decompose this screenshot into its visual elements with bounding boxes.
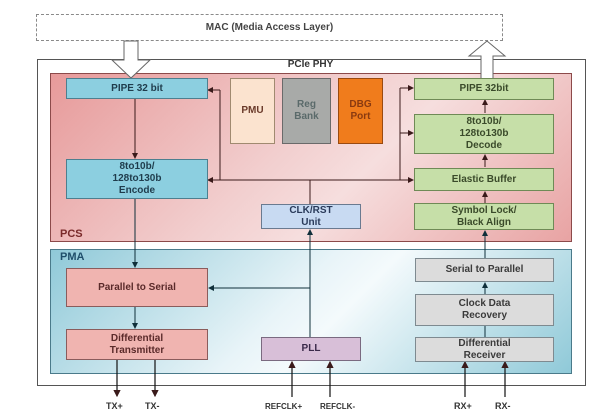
reg-bank-label: Reg Bank bbox=[294, 99, 319, 122]
pipe-32bit-tx-block: PIPE 32 bit bbox=[66, 78, 208, 99]
pmu-block: PMU bbox=[230, 78, 275, 144]
pin-rx-minus: RX- bbox=[495, 401, 511, 411]
pipe-tx-label: PIPE 32 bit bbox=[111, 82, 163, 94]
mac-label: MAC (Media Access Layer) bbox=[205, 21, 334, 33]
encode-block: 8to10b/ 128to130b Encode bbox=[66, 159, 208, 199]
pcs-label: PCS bbox=[60, 228, 83, 240]
differential-transmitter-block: Differential Transmitter bbox=[66, 329, 208, 360]
pin-rx-plus: RX+ bbox=[454, 401, 472, 411]
dbg-port-block: DBG Port bbox=[338, 78, 383, 144]
differential-transmitter-label: Differential Transmitter bbox=[109, 332, 165, 356]
reg-bank-block: Reg Bank bbox=[282, 78, 331, 144]
pll-block: PLL bbox=[261, 337, 361, 361]
pcie-phy-title: PCIe PHY bbox=[287, 59, 334, 70]
mac-to-pipe-arrow bbox=[110, 40, 152, 79]
clock-data-recovery-block: Clock Data Recovery bbox=[415, 294, 554, 326]
serial-to-parallel-block: Serial to Parallel bbox=[415, 258, 554, 282]
mac-layer: MAC (Media Access Layer) bbox=[36, 14, 503, 41]
pipe-rx-label: PIPE 32bit bbox=[459, 83, 509, 94]
pipe-32bit-rx-block: PIPE 32bit bbox=[414, 78, 554, 100]
symbol-lock-label: Symbol Lock/ Black Align bbox=[451, 204, 517, 228]
parallel-to-serial-block: Parallel to Serial bbox=[66, 268, 208, 307]
pll-label: PLL bbox=[301, 343, 321, 354]
pin-tx-minus: TX- bbox=[145, 401, 160, 411]
parallel-to-serial-label: Parallel to Serial bbox=[98, 281, 176, 293]
dbg-port-label: DBG Port bbox=[349, 99, 372, 122]
serial-to-parallel-label: Serial to Parallel bbox=[445, 264, 524, 275]
pin-refclk-minus: REFCLK- bbox=[320, 402, 356, 411]
differential-receiver-label: Differential Receiver bbox=[458, 337, 511, 361]
pmu-label: PMU bbox=[241, 105, 264, 116]
symbol-lock-block: Symbol Lock/ Black Align bbox=[414, 203, 554, 230]
decode-block: 8to10b/ 128to130b Decode bbox=[414, 114, 554, 154]
elastic-buffer-label: Elastic Buffer bbox=[451, 173, 517, 185]
encode-label: 8to10b/ 128to130b Encode bbox=[112, 161, 162, 196]
clock-data-recovery-label: Clock Data Recovery bbox=[458, 298, 511, 321]
clk-rst-unit-block: CLK/RST Unit bbox=[261, 204, 361, 229]
differential-receiver-block: Differential Receiver bbox=[415, 337, 554, 362]
clk-rst-label: CLK/RST Unit bbox=[289, 204, 333, 228]
pma-label: PMA bbox=[60, 251, 85, 263]
pin-tx-plus: TX+ bbox=[106, 401, 123, 411]
pin-refclk-plus: REFCLK+ bbox=[265, 402, 303, 411]
decode-label: 8to10b/ 128to130b Decode bbox=[459, 116, 509, 151]
elastic-buffer-block: Elastic Buffer bbox=[414, 168, 554, 191]
